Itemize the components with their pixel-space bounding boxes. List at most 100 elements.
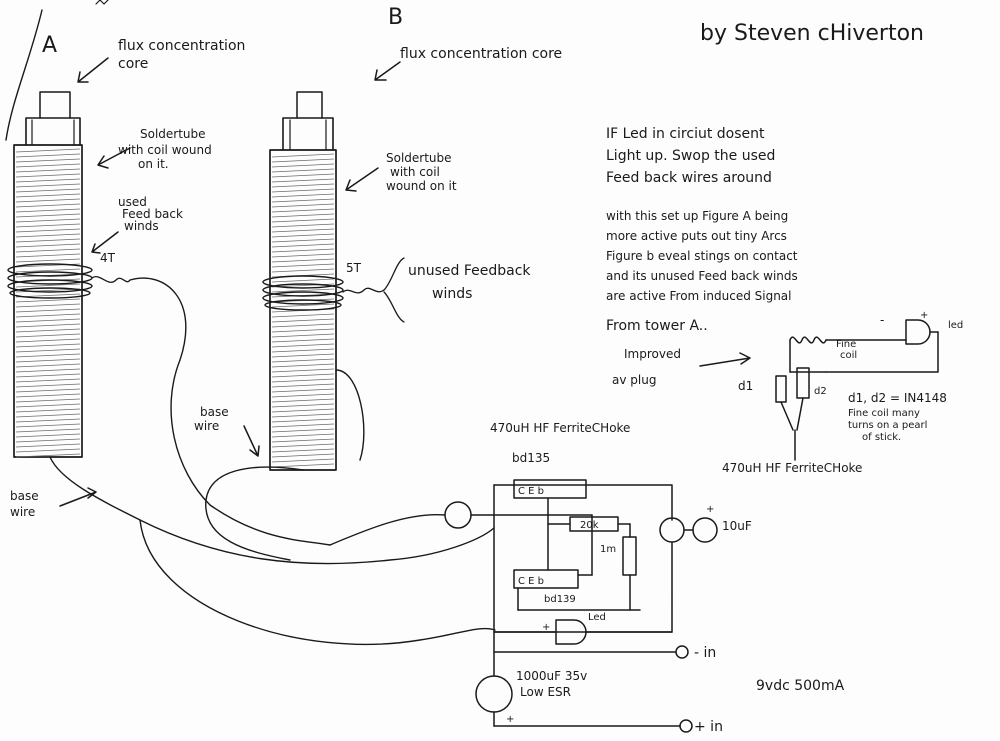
r-20k-label: 20k [580, 520, 599, 531]
cap-plus-sign: + [706, 504, 714, 515]
coil-turn-line [271, 313, 335, 318]
coil-turn-line [271, 153, 335, 158]
cap-1000uf-line1: 1000uF 35v [516, 669, 587, 683]
coil-turn-line [271, 408, 335, 413]
wiring [5, 9, 496, 646]
coil-turn-line [271, 288, 335, 293]
coil-turn-line [15, 363, 81, 368]
coil-turn-line [15, 218, 81, 223]
coil-turn-line [271, 463, 335, 468]
coil-turn-line [271, 388, 335, 393]
solder-b-line3: wound on it [386, 179, 457, 193]
coil-turn-line [271, 248, 335, 253]
coil-turn-line [15, 223, 81, 228]
coil-turn-line [271, 163, 335, 168]
cap-10uf-left [659, 517, 685, 543]
note-line-6: Figure b eveal stings on contact [606, 249, 798, 263]
minus-in-label: - in [694, 645, 716, 661]
coil-turn-line [271, 353, 335, 358]
coil-turn-line [271, 438, 335, 443]
coil-turn-line [271, 223, 335, 228]
led-top-plus-sign: + [920, 310, 928, 321]
diode-note-line2: Fine coil many [848, 408, 920, 419]
base-wire-mid-line1: base [200, 405, 229, 419]
improved-line1: Improved [624, 347, 681, 361]
coil-turn-line [15, 258, 81, 263]
bd135-label: bd135 [512, 451, 550, 465]
coil-turn-line [15, 148, 81, 153]
coil-turn-line [15, 448, 81, 453]
unused-feedback-line2: winds [432, 286, 472, 302]
coil-turn-line [15, 203, 81, 208]
author-label: by Steven cHiverton [700, 21, 924, 46]
coil-turn-line [15, 373, 81, 378]
coil-turn-line [271, 323, 335, 328]
note-line-9: From tower A.. [606, 318, 708, 334]
fine-coil-line1: Fine [836, 339, 856, 350]
note-line-4: with this set up Figure A being [606, 209, 788, 223]
coil-turn-line [15, 243, 81, 248]
coil-turn-line [15, 378, 81, 383]
coil-turn-line [15, 163, 81, 168]
coil-turn-line [271, 453, 335, 458]
coil-turn-line [271, 303, 335, 308]
coil-turn-line [15, 353, 81, 358]
d2-label: d2 [814, 386, 827, 397]
supply-label: 9vdc 500mA [756, 678, 845, 694]
used-feedback-line3: winds [124, 219, 159, 233]
base-wire-left-line1: base [10, 489, 39, 503]
cap-1000uf-line2: Low ESR [520, 685, 571, 699]
choke-2-label: 470uH HF FerriteCHoke [722, 461, 862, 475]
plus-in-terminal [679, 719, 693, 733]
coil-turn-line [271, 358, 335, 363]
tower-b-core-top [296, 91, 323, 119]
coil-turn-line [271, 178, 335, 183]
coil-turn-line [271, 378, 335, 383]
coil-turn-line [15, 388, 81, 393]
unused-feedback-line1: unused Feedback [408, 263, 531, 279]
coil-turn-line [15, 303, 81, 308]
coil-turn-line [15, 348, 81, 353]
av-plug-circuit [775, 319, 939, 461]
coil-turn-line [271, 183, 335, 188]
ceb-top-label: C E b [518, 486, 544, 497]
coil-turn-line [271, 343, 335, 348]
note-line-7: and its unused Feed back winds [606, 269, 798, 283]
improved-line2: av plug [612, 373, 656, 387]
tower-a-core-top [39, 91, 71, 119]
coil-turn-line [15, 393, 81, 398]
tower-a [7, 91, 131, 458]
tower-a-feedback-winding [7, 263, 131, 299]
coil-turn-line [15, 173, 81, 178]
coil-turn-line [15, 198, 81, 203]
coil-turn-line [15, 213, 81, 218]
choke-1-label: 470uH HF FerriteCHoke [490, 421, 630, 435]
tower-b-core-cap [282, 117, 334, 151]
cap-10uf-label: 10uF [722, 519, 752, 533]
coil-turn-line [271, 448, 335, 453]
r-1m-label: 1m [600, 544, 616, 555]
coil-turn-line [271, 213, 335, 218]
coil-turn-line [271, 458, 335, 463]
coil-turn-line [15, 433, 81, 438]
ceb-bottom-label: C E b [518, 576, 544, 587]
turns-5t-label: 5T [346, 261, 362, 275]
coil-turn-line [15, 268, 81, 273]
coil-turn-line [15, 428, 81, 433]
bd135-transistor [513, 479, 587, 499]
diode-note-line3: turns on a pearl [848, 420, 927, 431]
coil-turn-line [271, 218, 335, 223]
plus-in-label: + in [694, 719, 723, 735]
flux-core-a-line1: flux concentration [118, 38, 245, 54]
tower-b [262, 91, 405, 471]
coil-turn-line [271, 403, 335, 408]
coil-turn-line [15, 338, 81, 343]
coil-turn-line [271, 243, 335, 248]
tower-a-coil-hatching [15, 148, 81, 458]
coil-turn-line [15, 178, 81, 183]
coil-turn-line [271, 348, 335, 353]
solder-a-line1: Soldertube [140, 127, 206, 141]
led-plus-sign: + [542, 622, 550, 633]
coil-turn-line [271, 318, 335, 323]
solder-a-line3: on it. [138, 157, 169, 171]
